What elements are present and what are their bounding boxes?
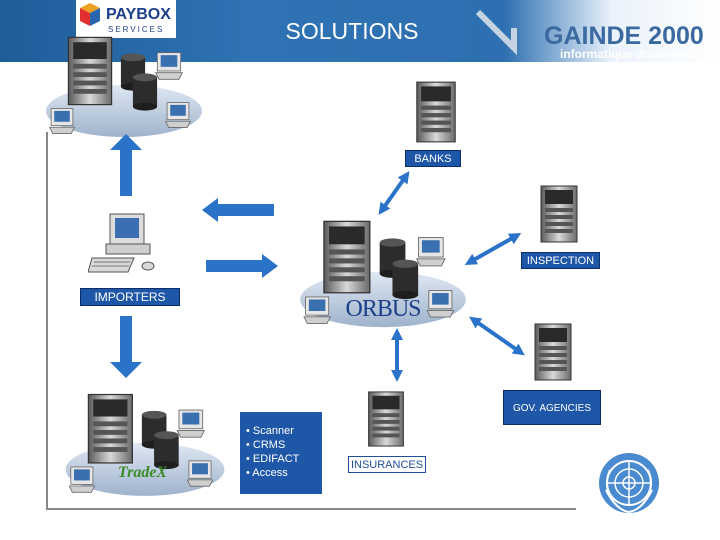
- banks-label: BANKS: [405, 150, 461, 167]
- paybox-server-cluster: [44, 30, 204, 142]
- tradex-logo: TradeX: [117, 464, 168, 481]
- features-box: • Scanner • CRMS • EDIFACT • Access: [240, 412, 322, 494]
- gainde-tagline: informatique douanière: [560, 47, 694, 61]
- up-arrow-paybox: [110, 134, 142, 196]
- paybox-logo: PAYBOX SERVICES: [76, 0, 176, 38]
- gainde-logo: GAINDE 2000 informatique douanière: [544, 22, 704, 61]
- left-arrow-importer: [202, 198, 274, 222]
- gov-agencies-server-icon: [534, 323, 572, 381]
- down-arrow-tradex: [110, 316, 142, 378]
- orbus-logo: ORBUS: [345, 296, 421, 322]
- tradex-server-cluster: [60, 388, 230, 500]
- inspection-server-icon: [540, 185, 578, 243]
- feature-item: • Access: [246, 467, 288, 479]
- frame-left-line: [46, 132, 48, 510]
- gov-agencies-label: GOV. AGENCIES: [503, 390, 601, 425]
- page-title: SOLUTIONS: [285, 18, 419, 44]
- gainde-name: GAINDE 2000: [544, 22, 704, 50]
- arrow-inspection: [464, 233, 522, 265]
- right-arrow-importer: [206, 254, 278, 278]
- arrow-banks: [378, 171, 410, 215]
- feature-item: • Scanner: [246, 425, 294, 437]
- banks-server-icon: [416, 81, 456, 143]
- insurances-label: INSURANCES: [348, 456, 426, 473]
- importer-computer-icon: [88, 213, 155, 273]
- paybox-subtitle: SERVICES: [108, 25, 164, 34]
- feature-item: • CRMS: [246, 439, 286, 451]
- insurances-server-icon: [368, 391, 404, 447]
- feature-item: • EDIFACT: [246, 453, 300, 465]
- un-emblem-icon: [599, 453, 659, 514]
- frame-bottom-line: [46, 508, 576, 510]
- arrow-gov-agencies: [469, 316, 525, 356]
- paybox-name: PAYBOX: [106, 6, 171, 23]
- importers-label: IMPORTERS: [80, 288, 180, 306]
- arrow-watermark-icon: [475, 9, 517, 56]
- inspection-label: INSPECTION: [521, 252, 600, 269]
